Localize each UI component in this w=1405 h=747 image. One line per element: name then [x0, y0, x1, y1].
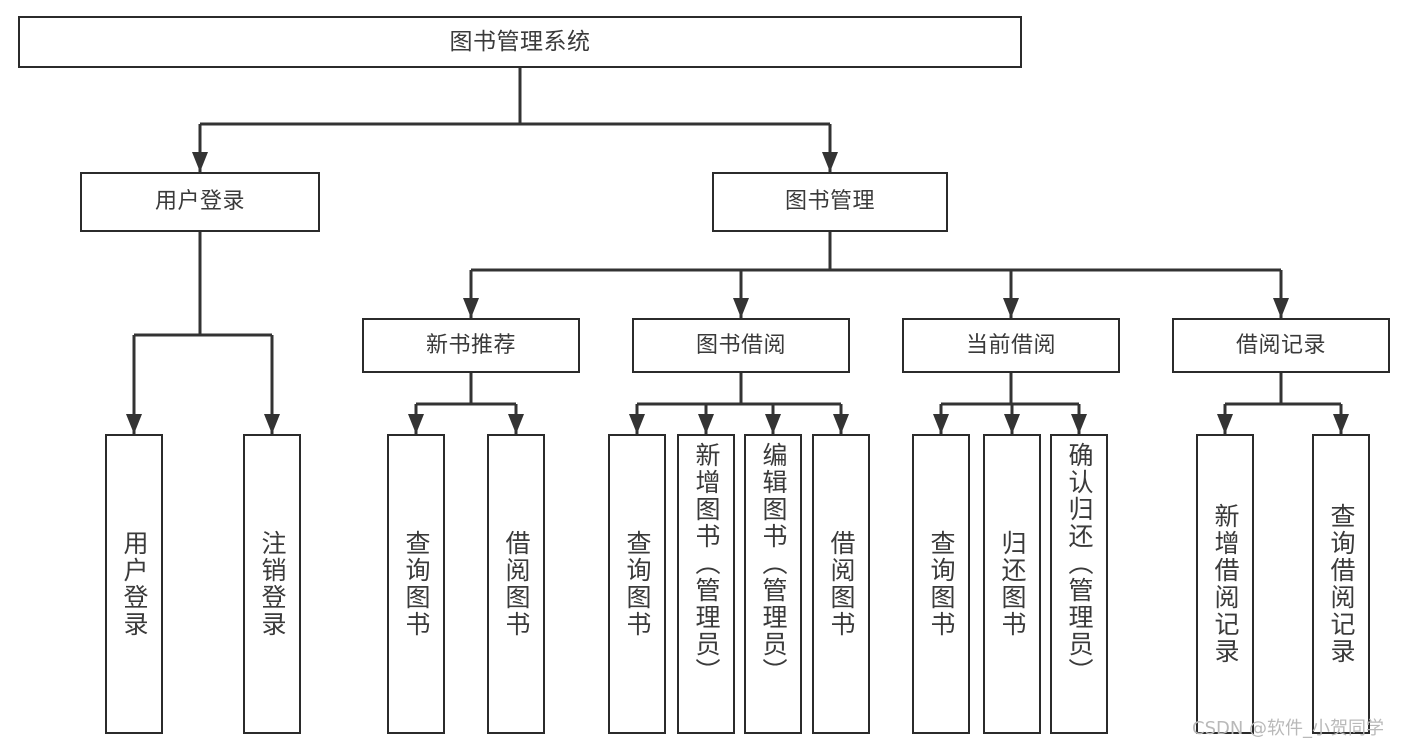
arrowhead-user-login — [192, 152, 208, 172]
node-leaf-query-book-2[interactable]: 查询图书 — [608, 434, 666, 734]
node-label-leaf-return-book: 归还图书 — [998, 530, 1027, 638]
node-label-user-login: 用户登录 — [154, 189, 245, 214]
arrowhead-borrow-record — [1273, 298, 1289, 318]
node-label-leaf-add-record: 新增借阅记录 — [1211, 503, 1240, 665]
node-leaf-add-record[interactable]: 新增借阅记录 — [1196, 434, 1254, 734]
node-current-borrow[interactable]: 当前借阅 — [902, 318, 1120, 373]
node-label-root: 图书管理系统 — [449, 29, 591, 55]
arrowhead-leaf-confirm-return — [1071, 414, 1087, 434]
node-label-new-book-rec: 新书推荐 — [425, 332, 516, 358]
node-book-borrow[interactable]: 图书借阅 — [632, 318, 850, 373]
arrowhead-leaf-query-book-1 — [408, 414, 424, 434]
node-leaf-borrow-book-2[interactable]: 借阅图书 — [812, 434, 870, 734]
node-label-leaf-query-book-2: 查询图书 — [623, 530, 652, 638]
arrowhead-leaf-query-book-2 — [629, 414, 645, 434]
node-label-leaf-user-login: 用户登录 — [120, 530, 149, 638]
node-leaf-edit-book[interactable]: 编辑图书（管理员） — [744, 434, 802, 734]
arrowhead-book-borrow — [733, 298, 749, 318]
node-label-borrow-record: 借阅记录 — [1235, 332, 1326, 358]
node-new-book-rec[interactable]: 新书推荐 — [362, 318, 580, 373]
node-leaf-add-book[interactable]: 新增图书（管理员） — [677, 434, 735, 734]
node-leaf-user-logout[interactable]: 注销登录 — [243, 434, 301, 734]
node-root[interactable]: 图书管理系统 — [18, 16, 1022, 68]
node-label-leaf-user-logout: 注销登录 — [258, 530, 287, 638]
node-label-leaf-borrow-book-1: 借阅图书 — [502, 530, 531, 638]
arrowhead-leaf-edit-book — [765, 414, 781, 434]
arrowhead-new-book-rec — [463, 298, 479, 318]
node-label-leaf-edit-book: 编辑图书（管理员） — [759, 442, 788, 685]
node-label-leaf-query-book-1: 查询图书 — [402, 530, 431, 638]
node-label-book-borrow: 图书借阅 — [695, 332, 786, 358]
node-leaf-query-book-3[interactable]: 查询图书 — [912, 434, 970, 734]
arrowhead-current-borrow — [1003, 298, 1019, 318]
node-label-leaf-confirm-return: 确认归还（管理员） — [1065, 442, 1094, 685]
node-leaf-confirm-return[interactable]: 确认归还（管理员） — [1050, 434, 1108, 734]
node-borrow-record[interactable]: 借阅记录 — [1172, 318, 1390, 373]
node-label-leaf-add-book: 新增图书（管理员） — [692, 442, 721, 685]
node-user-login[interactable]: 用户登录 — [80, 172, 320, 232]
arrowhead-leaf-query-book-3 — [933, 414, 949, 434]
node-leaf-user-login[interactable]: 用户登录 — [105, 434, 163, 734]
node-leaf-return-book[interactable]: 归还图书 — [983, 434, 1041, 734]
node-leaf-borrow-book-1[interactable]: 借阅图书 — [487, 434, 545, 734]
node-leaf-query-record[interactable]: 查询借阅记录 — [1312, 434, 1370, 734]
node-label-leaf-borrow-book-2: 借阅图书 — [827, 530, 856, 638]
arrowhead-leaf-user-logout — [264, 414, 280, 434]
arrowhead-leaf-borrow-book-2 — [833, 414, 849, 434]
node-label-current-borrow: 当前借阅 — [965, 332, 1056, 358]
node-label-leaf-query-book-3: 查询图书 — [927, 530, 956, 638]
node-leaf-query-book-1[interactable]: 查询图书 — [387, 434, 445, 734]
arrowhead-leaf-add-record — [1217, 414, 1233, 434]
arrowhead-leaf-user-login — [126, 414, 142, 434]
arrowhead-leaf-borrow-book-1 — [508, 414, 524, 434]
node-label-leaf-query-record: 查询借阅记录 — [1327, 503, 1356, 665]
arrowhead-leaf-add-book — [698, 414, 714, 434]
arrowhead-leaf-return-book — [1004, 414, 1020, 434]
arrowhead-book-manage — [822, 152, 838, 172]
node-label-book-manage: 图书管理 — [784, 189, 875, 214]
arrowhead-leaf-query-record — [1333, 414, 1349, 434]
node-book-manage[interactable]: 图书管理 — [712, 172, 948, 232]
